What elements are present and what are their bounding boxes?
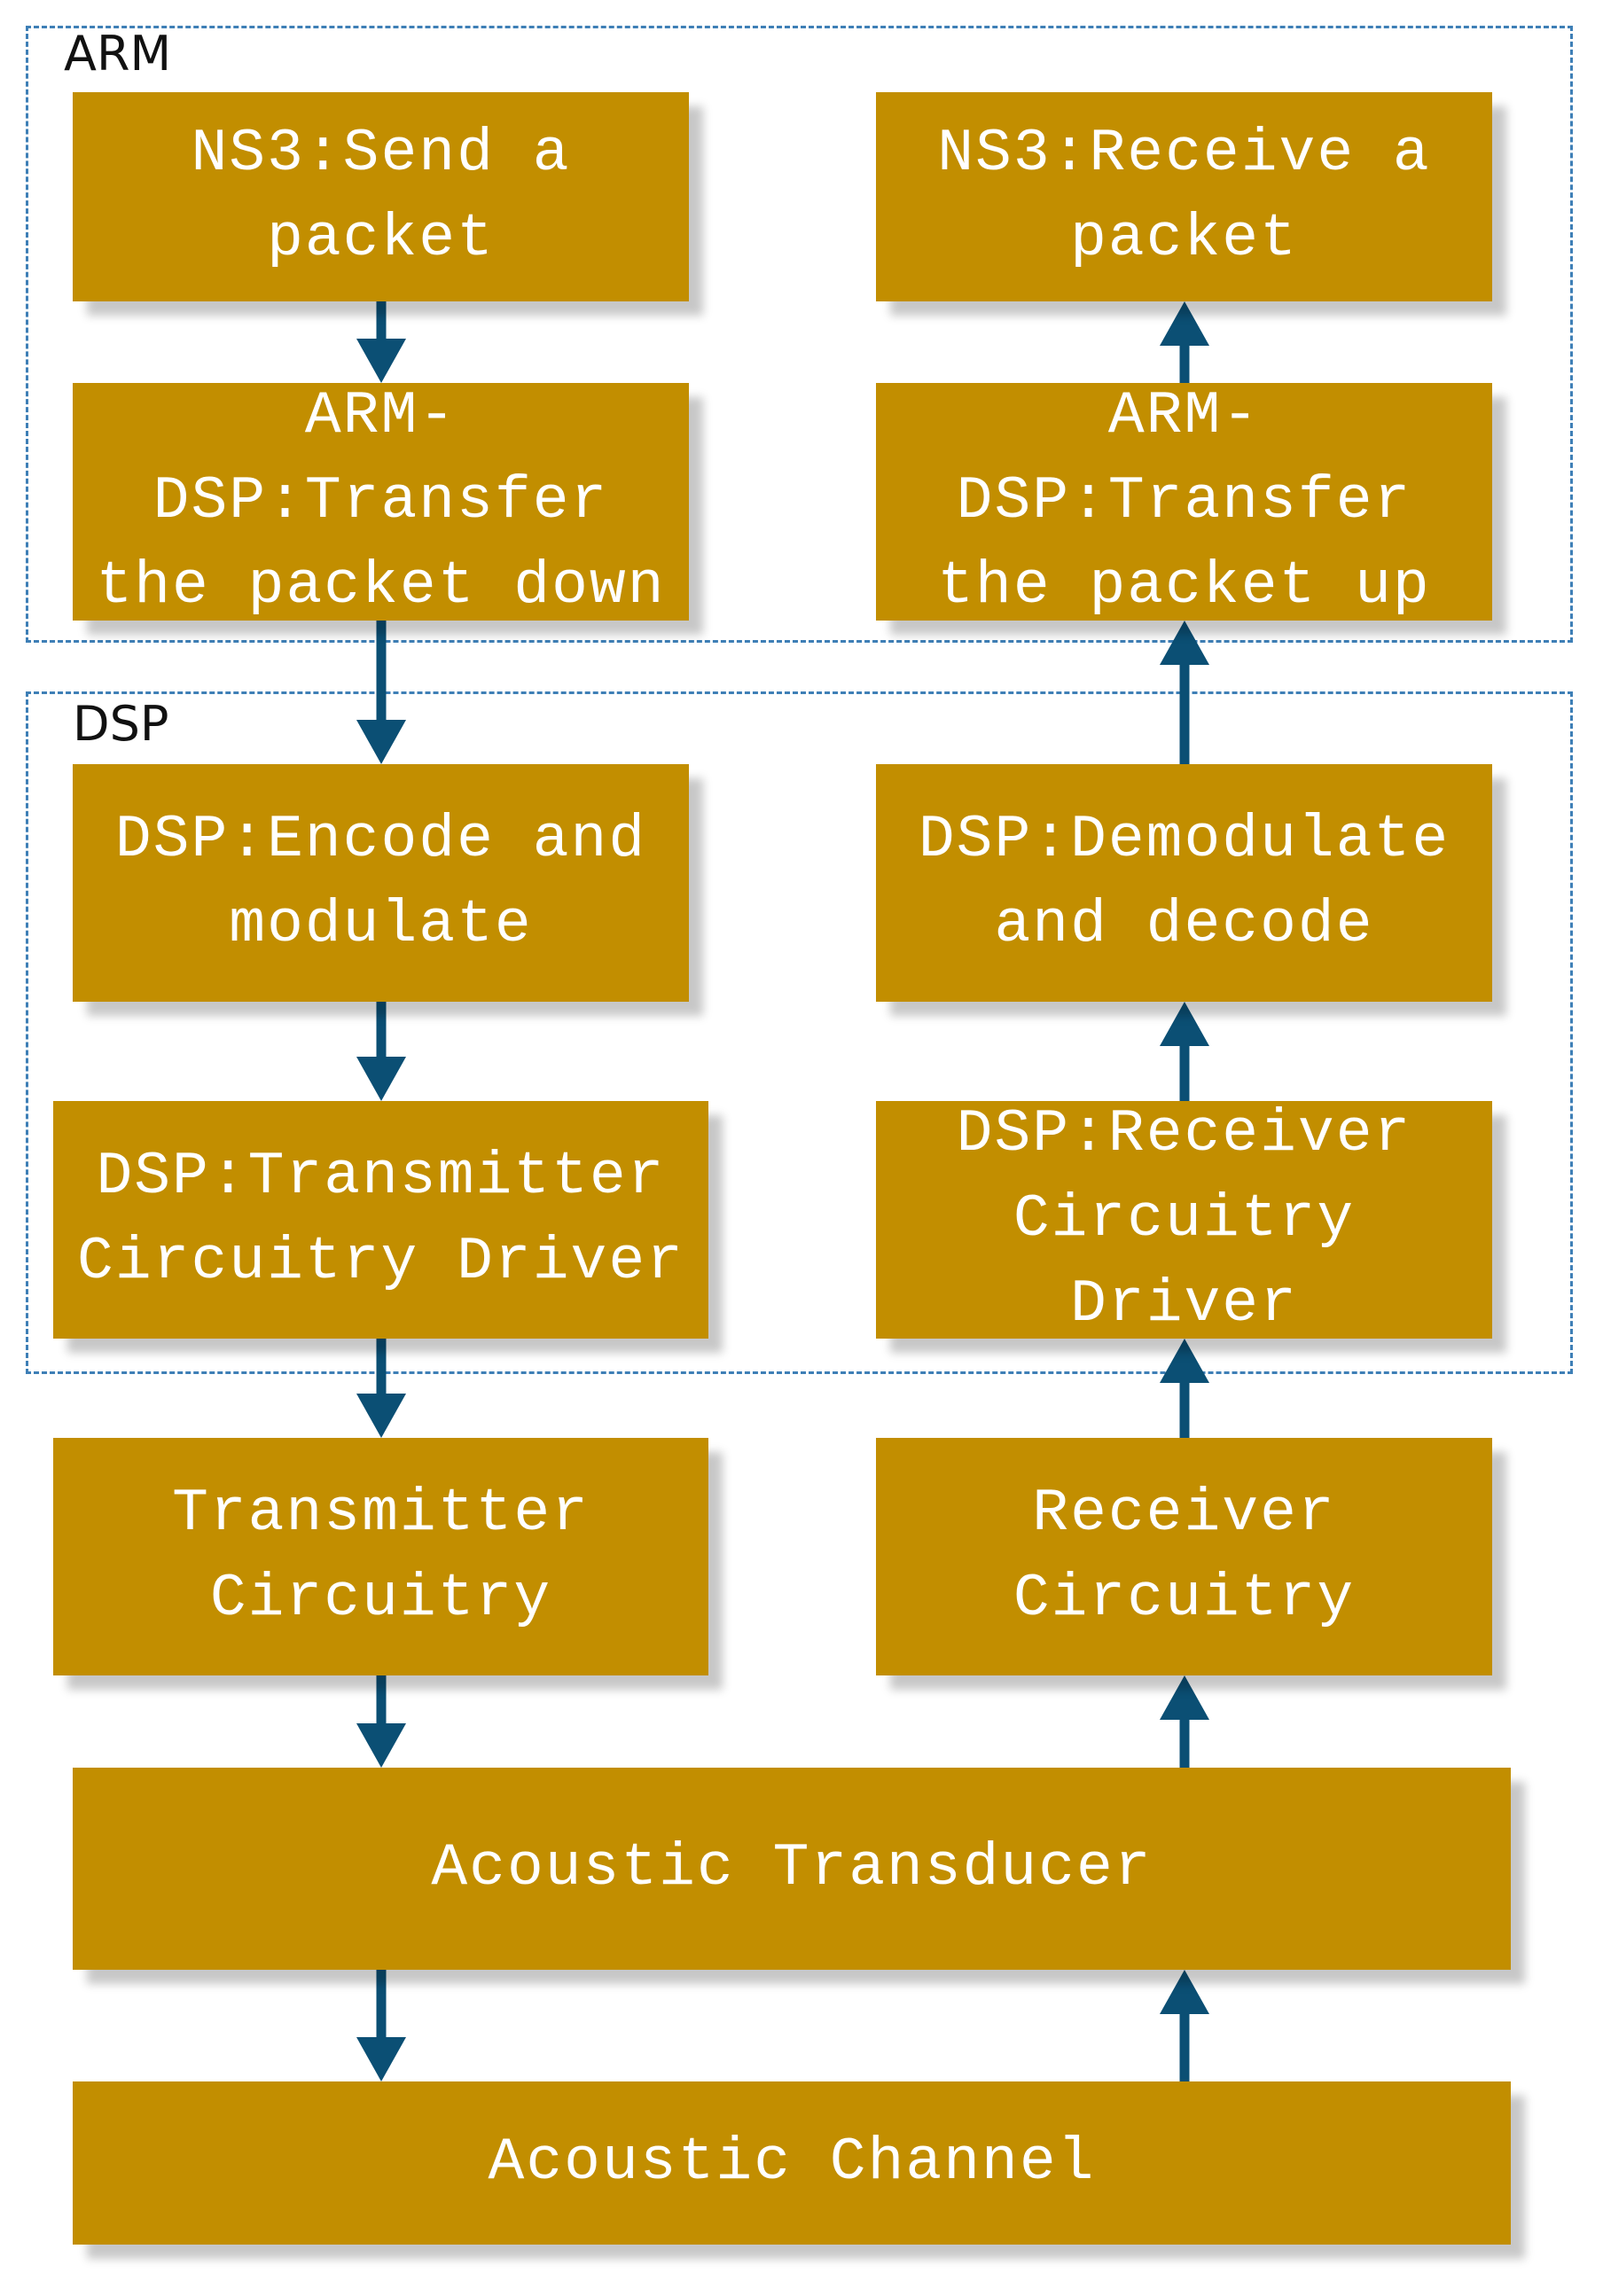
arrow-demodulate-to-transfer-up (1160, 621, 1209, 766)
acoustic-transducer-label: Acoustic Transducer (431, 1834, 1153, 1902)
arm-dsp-transfer-up-box: ARM-DSP:Transfer the packet up (876, 382, 1492, 621)
arrow-transfer-up-to-receive (1160, 301, 1209, 385)
receiver-circuitry-label: Receiver Circuitry (1013, 1480, 1356, 1633)
dsp-demodulate-decode-box: DSP:Demodulate and decode (876, 764, 1492, 1002)
ns3-receive-packet-box: NS3:Receive a packet (876, 92, 1492, 301)
arrow-rx-driver-to-demodulate (1160, 1002, 1209, 1103)
arrow-rx-circuitry-to-rx-driver (1160, 1339, 1209, 1440)
dsp-region-label: DSP (67, 700, 175, 748)
acoustic-transducer-box: Acoustic Transducer (73, 1768, 1511, 1970)
arm-dsp-transfer-down-box: ARM-DSP:Transfer the packet down (73, 382, 689, 621)
arrow-transducer-to-rx-circuitry (1160, 1675, 1209, 1769)
arm-dsp-transfer-up-label: ARM-DSP:Transfer the packet up (937, 382, 1431, 621)
dsp-demodulate-decode-label: DSP:Demodulate and decode (918, 806, 1451, 959)
acoustic-channel-box: Acoustic Channel (73, 2081, 1511, 2245)
ns3-send-packet-box: NS3:Send a packet (73, 92, 689, 301)
arm-dsp-transfer-down-label: ARM-DSP:Transfer the packet down (96, 382, 666, 621)
arrow-tx-circuitry-to-transducer (356, 1675, 406, 1768)
dsp-encode-modulate-box: DSP:Encode and modulate (73, 764, 689, 1002)
ns3-receive-packet-label: NS3:Receive a packet (937, 120, 1431, 273)
arrow-send-to-transfer-down (356, 301, 406, 383)
arrow-channel-to-transducer (1160, 1970, 1209, 2083)
dsp-receiver-driver-label: DSP:Receiver Circuitry Driver (956, 1100, 1412, 1339)
transmitter-circuitry-box: Transmitter Circuitry (53, 1438, 708, 1675)
arrow-transfer-down-to-encode (356, 621, 406, 764)
acoustic-channel-label: Acoustic Channel (488, 2128, 1096, 2197)
dsp-transmitter-driver-box: DSP:Transmitter Circuitry Driver (53, 1101, 708, 1339)
transmitter-circuitry-label: Transmitter Circuitry (172, 1480, 590, 1633)
arrow-encode-to-tx-driver (356, 1002, 406, 1101)
arm-region-label: ARM (59, 30, 177, 78)
receiver-circuitry-box: Receiver Circuitry (876, 1438, 1492, 1675)
arrow-tx-driver-to-tx-circuitry (356, 1339, 406, 1438)
dsp-transmitter-driver-label: DSP:Transmitter Circuitry Driver (77, 1143, 684, 1296)
ns3-send-packet-label: NS3:Send a packet (191, 120, 571, 273)
dsp-encode-modulate-label: DSP:Encode and modulate (114, 806, 647, 959)
dsp-region (26, 691, 1573, 1374)
arrow-transducer-to-channel (356, 1970, 406, 2081)
dsp-receiver-driver-box: DSP:Receiver Circuitry Driver (876, 1100, 1492, 1339)
arm-region (26, 26, 1573, 643)
